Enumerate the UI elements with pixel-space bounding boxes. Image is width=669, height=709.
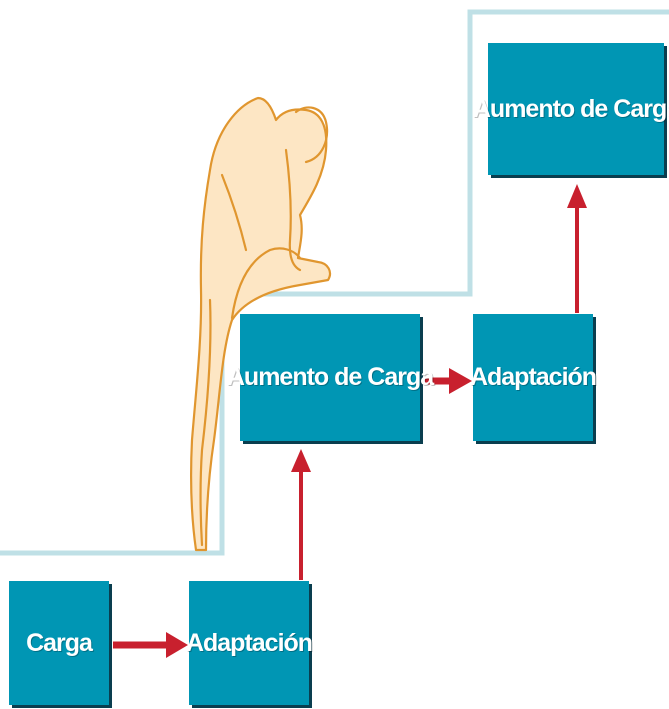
node-adaptacion-1: Adaptación xyxy=(189,581,309,705)
node-adaptacion-2: Adaptación xyxy=(473,314,593,441)
arrowhead-adaptacion-to-aumento xyxy=(291,449,311,472)
arrowhead-carga-to-adaptacion xyxy=(166,632,188,658)
node-adaptacion-2-label: Adaptación xyxy=(470,363,596,392)
arrowhead-aumento-to-adaptacion xyxy=(449,368,472,394)
node-aumento-de-carga-2: Aumento de Carga xyxy=(488,43,664,175)
node-aumento-de-carga-1: Aumento de Carga xyxy=(240,314,420,441)
node-aumento-de-carga-1-label: Aumento de Carga xyxy=(227,363,433,392)
node-carga: Carga xyxy=(9,581,109,705)
node-carga-label: Carga xyxy=(26,629,92,658)
node-adaptacion-1-label: Adaptación xyxy=(186,629,312,658)
node-aumento-de-carga-2-label: Aumento de Carga xyxy=(473,95,669,124)
arrowhead-adaptacion-to-aumento-top xyxy=(567,184,587,208)
